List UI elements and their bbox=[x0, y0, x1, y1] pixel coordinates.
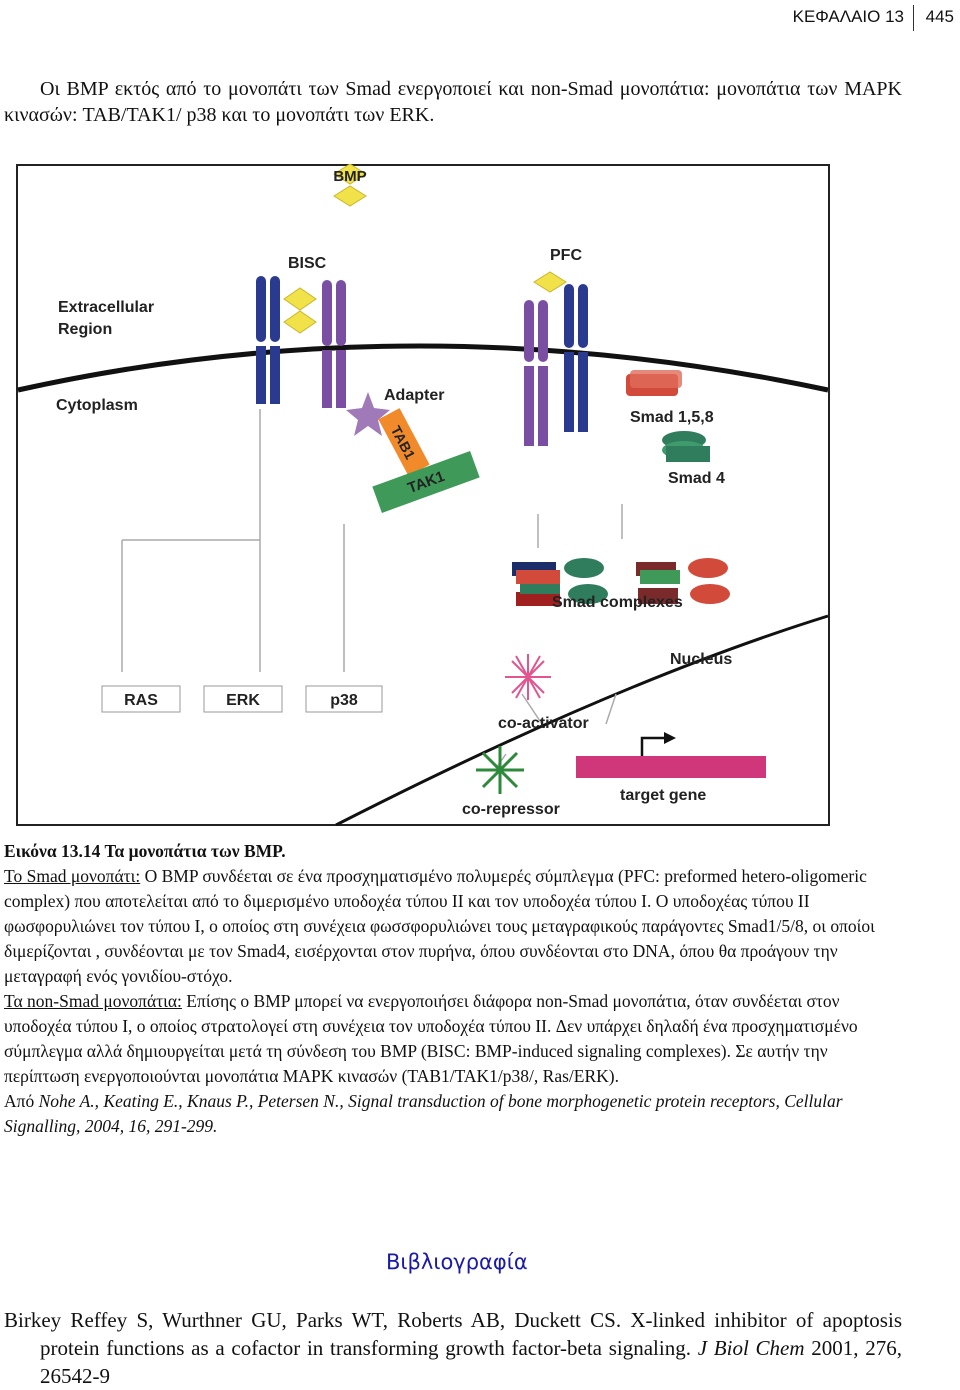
bmp-ligand-icon bbox=[333, 164, 367, 207]
header-divider bbox=[913, 5, 914, 31]
ras-box bbox=[101, 685, 181, 713]
bmp-pathway-figure: BMP BISC PFC Extracell bbox=[16, 164, 830, 826]
p38-box bbox=[305, 685, 383, 713]
smad158-icon bbox=[626, 370, 682, 396]
bisc-receptor-complex bbox=[256, 276, 346, 408]
label-target-gene: target gene bbox=[620, 787, 706, 804]
label-extracellular: Extracellular bbox=[58, 299, 154, 316]
label-coactivator: co-activator bbox=[498, 715, 589, 732]
bibliography-heading: Βιβλιογραφία bbox=[386, 1250, 528, 1274]
label-pfc: PFC bbox=[550, 247, 582, 264]
corepressor-icon bbox=[476, 746, 524, 794]
caption-title: Εικόνα 13.14 Τα μονοπάτια των BMP. bbox=[4, 841, 286, 861]
smad-pathway-text: O BMP συνδέεται σε ένα προσχηματισμένο π… bbox=[4, 866, 875, 986]
smad4-icon bbox=[662, 431, 710, 462]
label-bisc: BISC bbox=[288, 255, 327, 272]
bibliography-entry: Birkey Reffey S, Wurthner GU, Parks WT, … bbox=[4, 1306, 902, 1390]
tab1-block: TAB1 bbox=[378, 408, 430, 476]
page-number: 445 bbox=[925, 7, 954, 26]
pathway-arrows bbox=[121, 409, 623, 769]
source-reference: Nohe A., Keating E., Knaus P., Petersen … bbox=[4, 1091, 843, 1136]
label-nucleus: Nucleus bbox=[670, 651, 732, 668]
label-region: Region bbox=[58, 321, 112, 338]
chapter-label: ΚΕΦΑΛΑΙΟ 13 bbox=[792, 7, 904, 26]
bib-entry-main: Birkey Reffey S, Wurthner GU, Parks WT, … bbox=[4, 1308, 902, 1360]
promoter-arrow-icon bbox=[640, 736, 666, 756]
nuclear-membrane bbox=[335, 614, 829, 826]
label-adapter: Adapter bbox=[384, 387, 444, 404]
page-header: ΚΕΦΑΛΑΙΟ 13 445 bbox=[700, 5, 960, 31]
pathway-diagram: BMP BISC PFC Extracell bbox=[16, 164, 830, 826]
label-smad4: Smad 4 bbox=[668, 470, 725, 487]
smad-pathway-label: Το Smad μονοπάτι: bbox=[4, 866, 141, 886]
source-prefix: Από bbox=[4, 1091, 39, 1111]
bib-entry-tail: 2001, 276, 26542-9 bbox=[40, 1336, 902, 1388]
label-p38: p38 bbox=[330, 692, 358, 709]
erk-box bbox=[203, 685, 283, 713]
target-gene-bar bbox=[576, 756, 766, 778]
pfc-receptor-complex bbox=[524, 271, 588, 446]
coactivator-icon bbox=[505, 654, 551, 700]
figure-frame bbox=[16, 164, 830, 826]
promoter-arrowhead-icon bbox=[664, 732, 676, 744]
bib-entry-journal: J Biol Chem bbox=[697, 1336, 805, 1360]
label-smad158: Smad 1,5,8 bbox=[630, 409, 714, 426]
cell-membrane bbox=[17, 343, 829, 393]
label-ras: RAS bbox=[124, 692, 158, 709]
adapter-icon bbox=[346, 392, 390, 436]
label-erk: ERK bbox=[226, 692, 260, 709]
figure-caption: Εικόνα 13.14 Τα μονοπάτια των BMP. Το Sm… bbox=[4, 839, 896, 1139]
label-bmp: BMP bbox=[333, 168, 366, 185]
label-cytoplasm: Cytoplasm bbox=[56, 397, 138, 414]
label-corepressor: co-repressor bbox=[462, 801, 560, 818]
nonsmad-pathway-label: Τα non-Smad μονοπάτια: bbox=[4, 991, 182, 1011]
nonsmad-pathway-text: Επίσης ο BMP μπορεί να ενεργοποιήσει διά… bbox=[4, 991, 858, 1086]
intro-paragraph: Οι BMP εκτός από το μονοπάτι των Smad εν… bbox=[4, 78, 902, 126]
label-smad-complexes: Smad complexes bbox=[552, 594, 683, 611]
smad-complexes-icon bbox=[512, 558, 730, 606]
